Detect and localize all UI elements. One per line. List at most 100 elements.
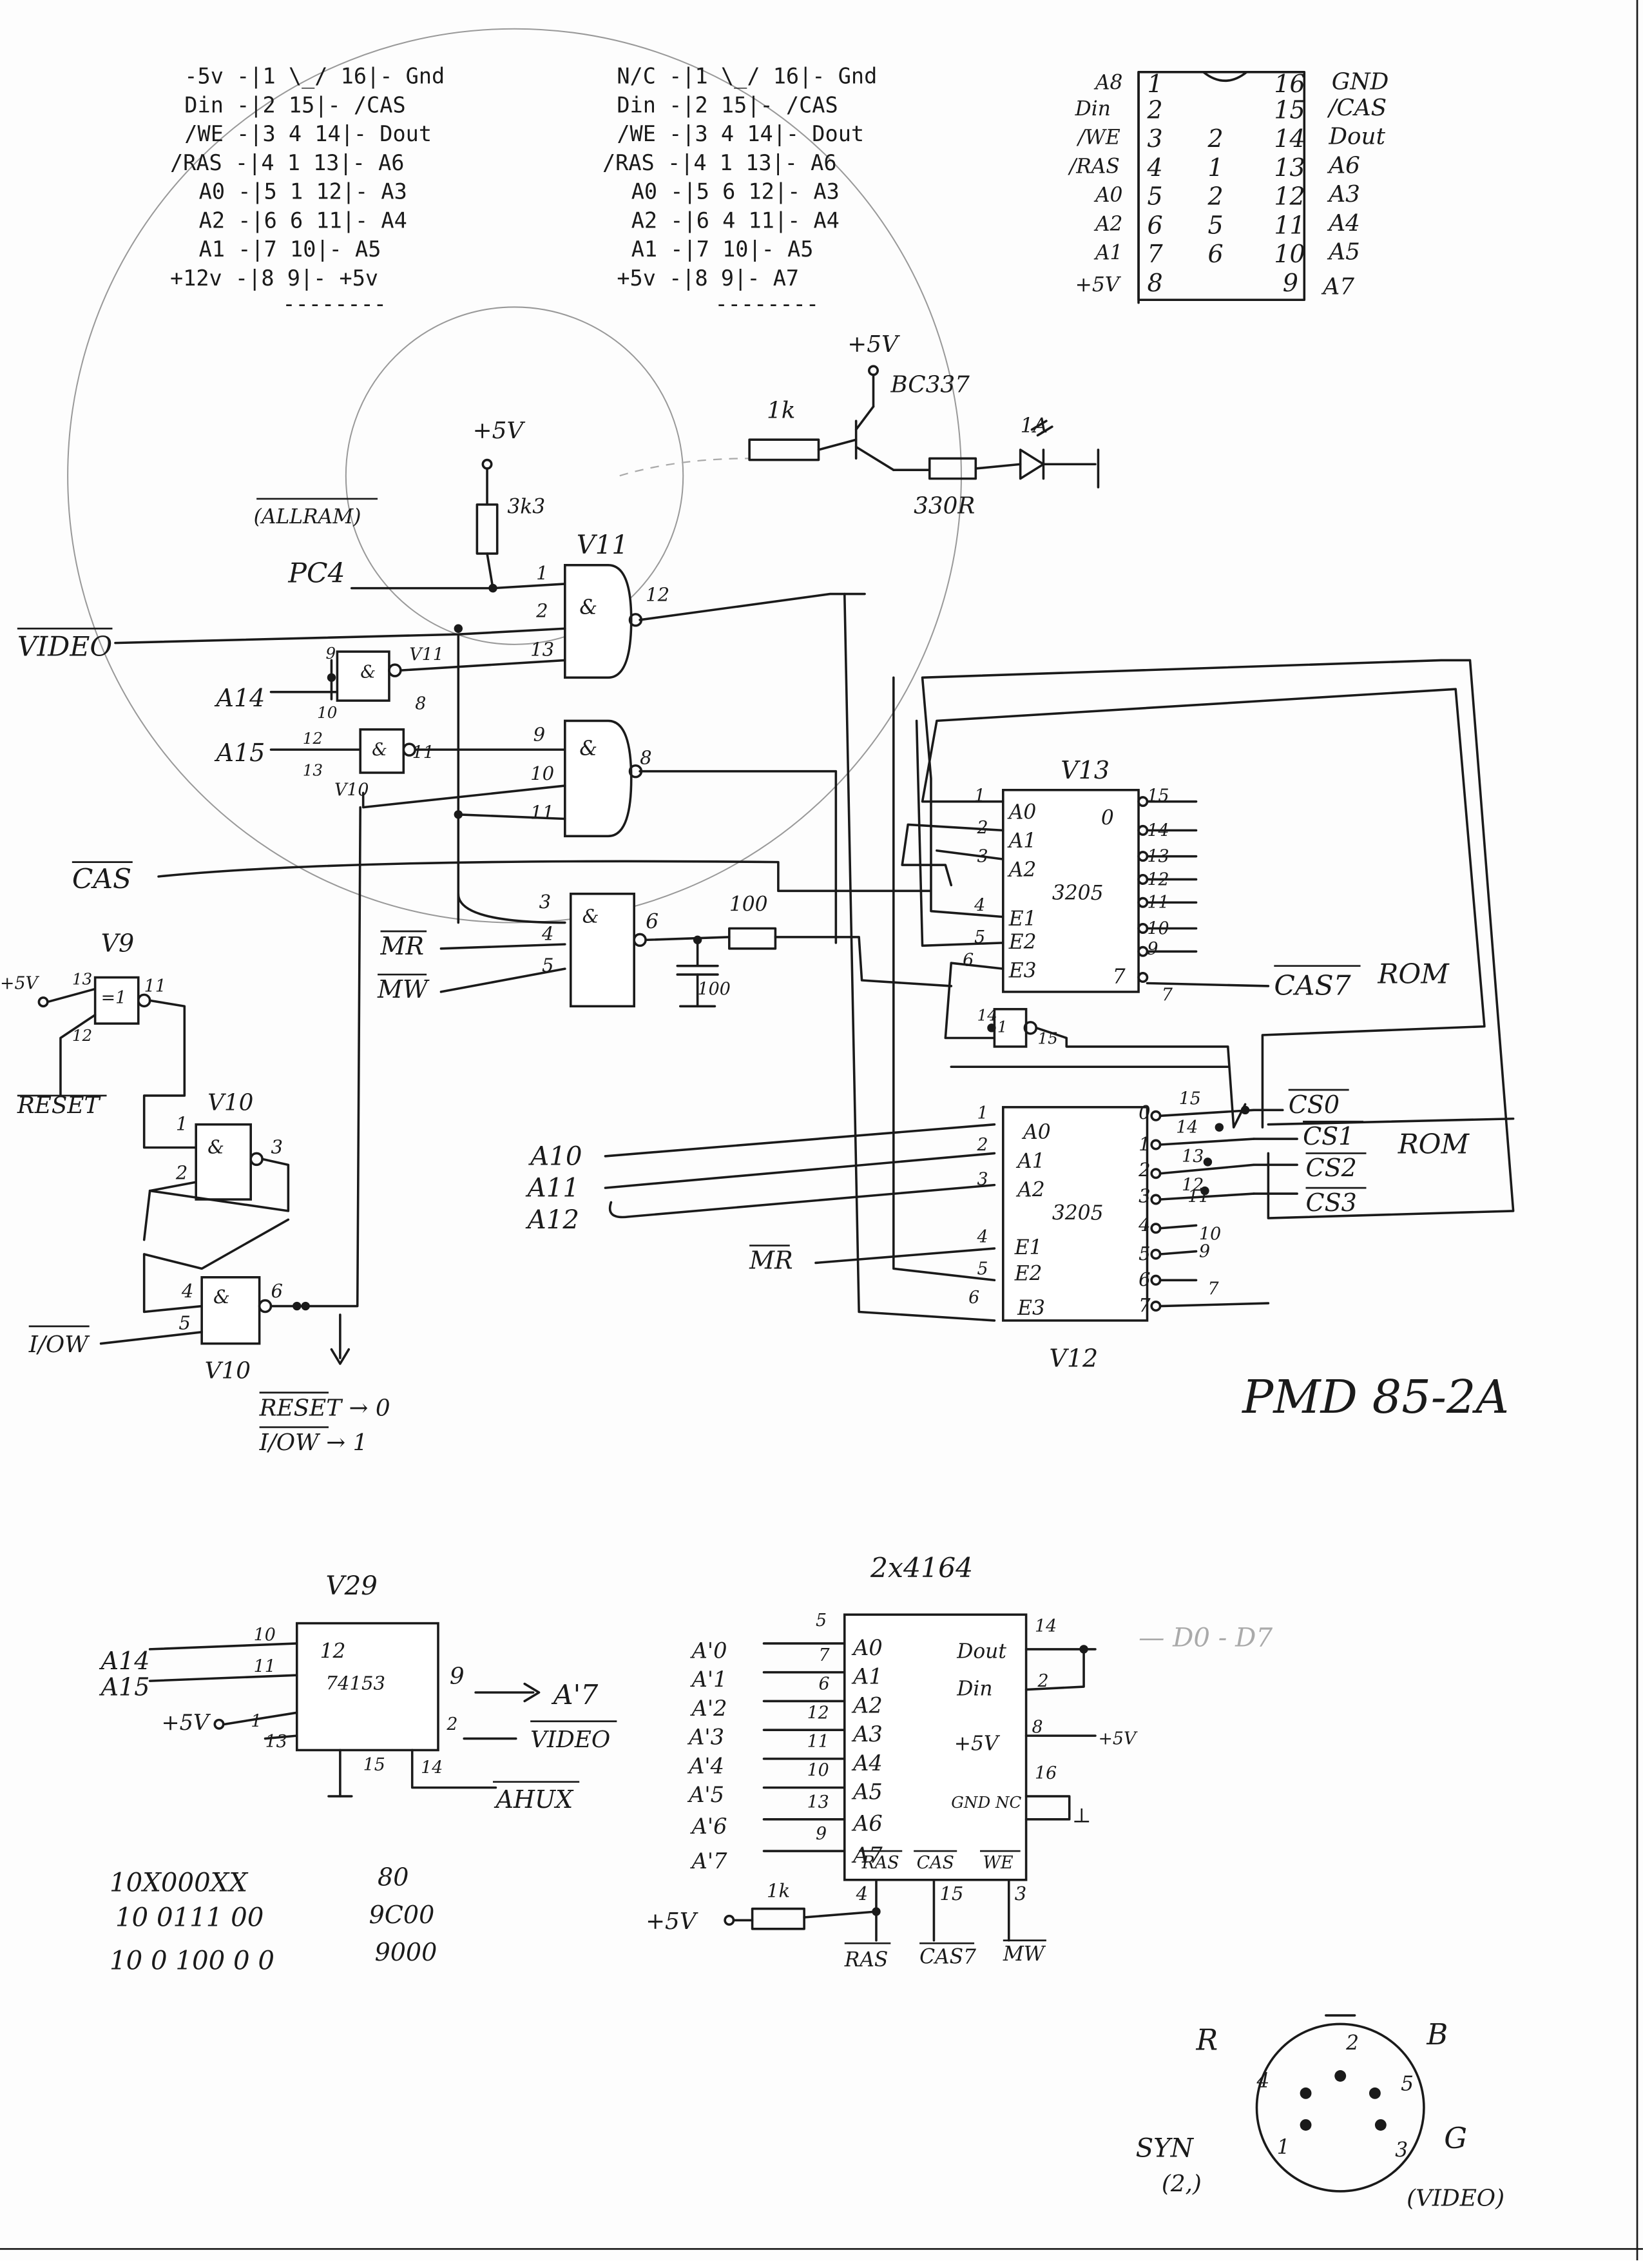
svg-text:A1: A1 <box>1007 829 1037 853</box>
svg-text:A1: A1 <box>1015 1150 1045 1173</box>
allram-label: (ALLRAM) <box>254 505 361 528</box>
cas7-label: CAS7 <box>1274 970 1350 1002</box>
ram-pin-name: A6 <box>851 1811 883 1836</box>
pin-name: /WE <box>1076 126 1120 150</box>
a15-label: A15 <box>99 1672 150 1701</box>
din-pin-number: 5 <box>1401 2072 1414 2095</box>
supply-label: +5V <box>1098 1729 1138 1749</box>
svg-text:14: 14 <box>977 1006 997 1025</box>
ram-control-name: CAS <box>917 1853 954 1873</box>
led-driver-circuit: +5V BC337 1k 330R 1A <box>748 331 1100 519</box>
pc4-label: PC4 <box>287 558 345 590</box>
xor-gate-v9 <box>93 976 140 1025</box>
supply-label: +5V <box>162 1710 211 1735</box>
svg-text:1: 1 <box>1139 1133 1151 1155</box>
svg-text:15: 15 <box>1147 786 1169 806</box>
ram-pin-number: 10 <box>807 1761 829 1781</box>
svg-text:&: & <box>579 737 597 761</box>
resistor-1k-ram <box>751 1907 805 1930</box>
pinout-left-row: /WE -|3 4 14|- Dout <box>184 121 432 146</box>
din-pin-label: G <box>1444 2121 1467 2155</box>
supply-label: +5V <box>473 418 526 444</box>
svg-text:12: 12 <box>72 1026 92 1045</box>
mid-number: 2 <box>1207 182 1223 211</box>
ic-v13 <box>1002 788 1140 993</box>
led-mark: 1A <box>1021 414 1048 438</box>
pin-number: 1 <box>1147 70 1162 98</box>
din-pin-label: SYN <box>1136 2133 1195 2163</box>
pin-number: 16 <box>1274 70 1305 98</box>
a14-label: A14 <box>99 1647 150 1675</box>
ic-type: 3205 <box>1052 882 1104 905</box>
arrow-right-icon <box>523 1682 541 1703</box>
svg-text:4: 4 <box>977 1227 988 1247</box>
cs-label: CS0 <box>1289 1090 1340 1119</box>
svg-text:E3: E3 <box>1017 1297 1045 1320</box>
din-connector: 2 4 5 1 3 R B G SYN (2,) (VIDEO) <box>1136 2014 1504 2211</box>
svg-text:3: 3 <box>977 1170 988 1190</box>
pinout-mid-row: A2 -|6 4 11|- A4 <box>631 208 840 233</box>
hex-value: 80 <box>378 1863 408 1892</box>
reset-note: RESET → 0 <box>259 1395 390 1422</box>
svg-text:1: 1 <box>974 786 985 806</box>
pin-number: 8 <box>1147 269 1162 297</box>
ram-pin-name: Din <box>956 1677 992 1700</box>
pinout-mid-row: -------- <box>715 291 819 316</box>
gate-label: V10 <box>205 1357 251 1384</box>
bit-pattern: 10 0111 00 <box>115 1903 264 1932</box>
cas-gate: CAS 3 MR 4 MW 5 & 6 100 100 <box>72 860 953 1008</box>
ram-address-label: A'1 <box>690 1667 727 1692</box>
din-pin-number: 1 <box>1277 2136 1290 2159</box>
svg-text:9: 9 <box>533 724 546 746</box>
cas-label: CAS <box>72 864 131 895</box>
svg-text:4: 4 <box>1138 1214 1151 1236</box>
cs-label: CS1 <box>1303 1122 1354 1150</box>
gate-label: V11 <box>409 645 444 664</box>
pin-name: A0 <box>1093 184 1123 207</box>
ic-type: 74153 <box>326 1672 385 1694</box>
svg-text:9: 9 <box>450 1663 465 1690</box>
svg-text:2: 2 <box>446 1714 457 1734</box>
pin-name: A8 <box>1093 72 1123 95</box>
pinout-left-row: A1 -|7 10|- A5 <box>199 237 381 262</box>
svg-text:1: 1 <box>176 1113 188 1135</box>
pin-number: 3 <box>1147 124 1162 153</box>
ic-4164 <box>843 1613 1028 1881</box>
ram-pin-number: 5 <box>816 1611 827 1631</box>
ram-address-label: A'0 <box>690 1638 727 1663</box>
svg-text:5: 5 <box>1139 1243 1151 1265</box>
ram-address-label: A'3 <box>687 1725 724 1750</box>
iow-label: I/OW <box>28 1332 90 1358</box>
svg-text:A2: A2 <box>1015 1179 1045 1202</box>
nand-gate-v11 <box>564 564 633 679</box>
svg-text:9: 9 <box>1147 939 1158 959</box>
svg-text:7: 7 <box>1139 1294 1151 1316</box>
pinout-left-row: -5v -|1 \_/ 16|- Gnd <box>184 64 445 90</box>
ic-type: 3205 <box>1052 1201 1104 1225</box>
svg-text:3: 3 <box>1139 1185 1151 1207</box>
svg-text:10: 10 <box>254 1625 276 1645</box>
svg-text:E1: E1 <box>1008 907 1037 931</box>
mw-label: MW <box>377 975 430 1003</box>
ram-control-name: WE <box>983 1853 1014 1873</box>
ahux-label: AHUX <box>494 1785 574 1814</box>
svg-text:1: 1 <box>536 562 548 584</box>
inverter-gate <box>993 1007 1028 1048</box>
svg-text:2: 2 <box>1138 1159 1151 1181</box>
svg-text:6: 6 <box>1139 1268 1151 1290</box>
nand-gate-cas <box>569 893 635 1008</box>
mid-number: 1 <box>1207 153 1223 182</box>
pin-number: 13 <box>1274 153 1305 182</box>
svg-text:3: 3 <box>539 891 552 913</box>
reset-label: RESET <box>17 1092 102 1119</box>
svg-text:12: 12 <box>320 1640 346 1663</box>
din-pin-label: R <box>1196 2023 1218 2057</box>
pin-name: A7 <box>1321 273 1354 300</box>
nand-gate-v10b <box>200 1276 261 1345</box>
svg-text:11: 11 <box>530 802 554 824</box>
pin-number: 9 <box>1283 269 1298 297</box>
din-pin-label: (VIDEO) <box>1407 2185 1504 2211</box>
svg-text:14: 14 <box>1176 1118 1198 1138</box>
